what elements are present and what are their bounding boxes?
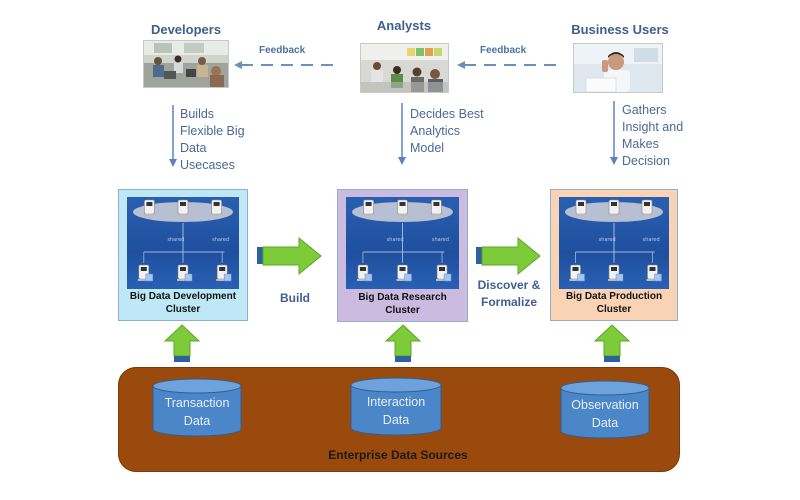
feedback-arrow-analysts-to-developers xyxy=(234,61,339,69)
shared-link-label: shared xyxy=(599,237,616,243)
cluster-label-line2: Cluster xyxy=(385,305,420,316)
datasource-label: Transaction Data xyxy=(152,394,242,430)
cluster-label: Big Data Development Cluster xyxy=(119,290,247,316)
server-icon xyxy=(436,264,452,282)
discover-formalize-arrow xyxy=(476,236,541,276)
flow-label-line1: Discover & xyxy=(477,278,541,292)
database-cylinder-icon xyxy=(350,377,442,436)
datasource-label-line1: Observation xyxy=(571,398,639,412)
shared-link-label: shared xyxy=(643,237,660,243)
server-icon xyxy=(396,199,409,216)
cluster-production: shared shared Big Data Production Cluster xyxy=(550,189,678,321)
role-title-business-users: Business Users xyxy=(571,22,669,37)
server-icon xyxy=(608,199,620,216)
server-icon xyxy=(396,264,412,282)
cluster-network-diagram: shared shared xyxy=(559,197,669,289)
description-line: Usecases xyxy=(180,158,235,172)
description-line: Gathers xyxy=(622,103,667,117)
cluster-research: shared shared Big Data Research Cluster xyxy=(337,189,468,322)
developers-photo xyxy=(143,40,229,88)
enterprise-data-sources-title: Enterprise Data Sources xyxy=(328,448,468,462)
cluster-network-svg: shared shared xyxy=(352,199,453,282)
server-icon xyxy=(143,199,156,216)
datasource-label-line1: Transaction xyxy=(164,396,230,410)
cluster-label: Big Data Production Cluster xyxy=(551,290,677,316)
feedback-label-business-to-analysts: Feedback xyxy=(480,45,527,56)
server-icon xyxy=(569,264,585,282)
shared-link-label: shared xyxy=(432,237,449,243)
datasource-label-line2: Data xyxy=(382,413,410,427)
flow-label-discover-formalize: Discover & Formalize xyxy=(470,277,548,311)
build-arrow xyxy=(257,236,322,276)
server-icon xyxy=(177,199,189,216)
cluster-network-diagram: shared shared xyxy=(127,197,239,289)
description-line: Makes xyxy=(622,137,659,151)
feedback-arrow-business-to-analysts xyxy=(457,61,562,69)
up-arrow-production xyxy=(594,324,630,362)
cluster-label-line1: Big Data Production xyxy=(565,291,663,302)
server-icon xyxy=(137,264,154,282)
datasource-label: Observation Data xyxy=(560,396,650,432)
shared-link-label: shared xyxy=(167,237,184,243)
datasource-label-line2: Data xyxy=(183,414,211,428)
server-icon xyxy=(356,264,373,282)
server-icon xyxy=(575,199,587,216)
description-line: Insight and xyxy=(622,120,684,134)
developers-description: Builds Flexible Big Data Usecases xyxy=(180,106,245,174)
cluster-label-line1: Big Data Development xyxy=(129,291,237,302)
datasource-label: Interaction Data xyxy=(350,393,442,429)
description-line: Builds xyxy=(180,107,215,121)
server-icon xyxy=(177,264,193,282)
server-icon xyxy=(216,264,232,282)
cluster-development: shared shared Big Data Development Cluste… xyxy=(118,189,248,321)
database-cylinder-icon xyxy=(560,380,650,439)
description-line: Decision xyxy=(622,154,670,168)
cluster-network-svg: shared shared xyxy=(565,199,663,282)
datasource-transaction: Transaction Data xyxy=(152,378,242,438)
down-arrow-developers xyxy=(169,105,177,167)
server-icon xyxy=(646,264,662,282)
up-arrow-development xyxy=(164,324,200,362)
role-title-analysts: Analysts xyxy=(376,18,432,33)
cluster-network-diagram: shared shared xyxy=(346,197,459,289)
server-icon xyxy=(430,199,443,216)
analysts-photo xyxy=(360,43,449,93)
datasource-interaction: Interaction Data xyxy=(350,377,442,437)
server-icon xyxy=(608,264,624,282)
datasource-observation: Observation Data xyxy=(560,380,650,440)
description-line: Decides Best xyxy=(410,107,484,121)
down-arrow-analysts xyxy=(398,103,406,165)
flow-label-line2: Formalize xyxy=(480,295,537,309)
description-line: Model xyxy=(410,141,445,155)
cluster-label-line2: Cluster xyxy=(165,304,201,315)
description-line: Flexible Big xyxy=(180,124,245,138)
datasource-label-line2: Data xyxy=(591,416,619,430)
cluster-label-line2: Cluster xyxy=(596,304,632,315)
database-cylinder-icon xyxy=(152,378,242,437)
cluster-label-line1: Big Data Research xyxy=(358,292,447,303)
cluster-network-svg: shared shared xyxy=(133,199,233,282)
business-users-photo xyxy=(573,43,663,93)
shared-link-label: shared xyxy=(212,237,229,243)
description-line: Analytics xyxy=(410,124,461,138)
description-line: Data xyxy=(180,141,207,155)
datasource-label-line1: Interaction xyxy=(366,395,426,409)
down-arrow-business-users xyxy=(610,101,618,165)
flow-label-build: Build xyxy=(280,291,310,305)
server-icon xyxy=(210,199,223,216)
server-icon xyxy=(641,199,653,216)
role-title-developers: Developers xyxy=(150,22,222,37)
up-arrow-research xyxy=(385,324,421,362)
server-icon xyxy=(362,199,375,216)
shared-link-label: shared xyxy=(387,237,404,243)
cluster-label: Big Data Research Cluster xyxy=(338,291,467,317)
analysts-description: Decides Best Analytics Model xyxy=(410,106,484,157)
feedback-label-analysts-to-developers: Feedback xyxy=(259,45,306,56)
business-users-description: Gathers Insight and Makes Decision xyxy=(622,102,683,170)
